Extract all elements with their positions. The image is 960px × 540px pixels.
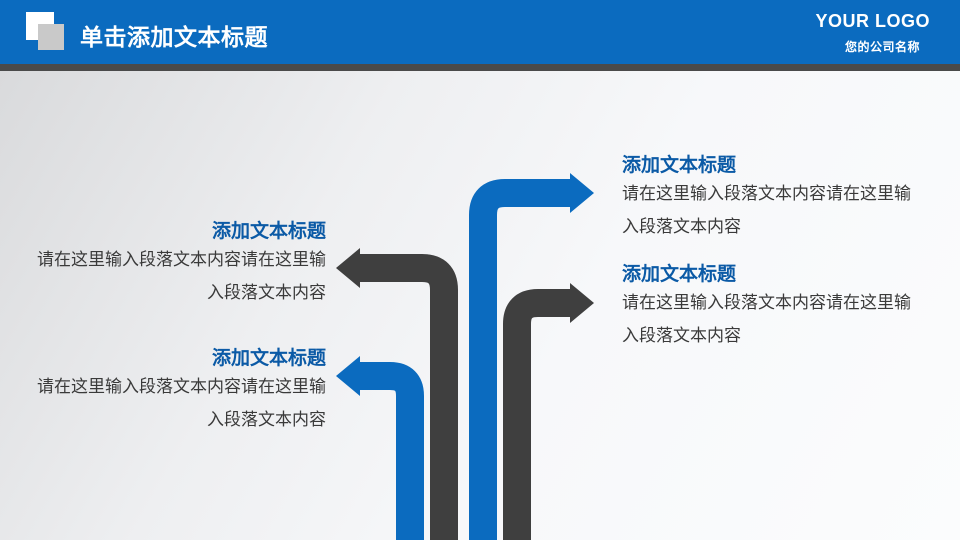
company-name: 您的公司名称 <box>844 40 920 54</box>
card-left-bottom: 添加文本标题 请在这里输入段落文本内容请在这里输入段落文本内容 <box>26 345 326 437</box>
dark-arrow-right-head <box>570 283 594 323</box>
page-title[interactable]: 单击添加文本标题 <box>80 25 268 51</box>
title-square-shadow-icon <box>38 24 64 50</box>
card-body[interactable]: 请在这里输入段落文本内容请在这里输入段落文本内容 <box>37 377 326 430</box>
blue-arrow-right <box>469 179 570 540</box>
card-left-top: 添加文本标题 请在这里输入段落文本内容请在这里输入段落文本内容 <box>26 218 326 310</box>
blue-arrow-left <box>360 362 424 540</box>
card-right-bottom: 添加文本标题 请在这里输入段落文本内容请在这里输入段落文本内容 <box>622 261 914 353</box>
card-right-top: 添加文本标题 请在这里输入段落文本内容请在这里输入段落文本内容 <box>622 152 914 244</box>
card-body[interactable]: 请在这里输入段落文本内容请在这里输入段落文本内容 <box>37 250 326 303</box>
header-bar <box>0 0 960 64</box>
card-title[interactable]: 添加文本标题 <box>622 154 737 176</box>
card-body[interactable]: 请在这里输入段落文本内容请在这里输入段落文本内容 <box>622 293 911 346</box>
card-title[interactable]: 添加文本标题 <box>622 263 737 285</box>
dark-arrow-left-head <box>336 248 360 288</box>
dark-arrow-left <box>360 254 458 540</box>
blue-arrow-left-head <box>336 356 360 396</box>
card-body[interactable]: 请在这里输入段落文本内容请在这里输入段落文本内容 <box>622 184 911 237</box>
brand-logo: YOUR LOGO <box>815 11 930 31</box>
dark-arrow-right <box>503 289 570 540</box>
card-title[interactable]: 添加文本标题 <box>211 220 326 242</box>
card-title[interactable]: 添加文本标题 <box>211 347 326 369</box>
blue-arrow-right-head <box>570 173 594 213</box>
header-divider <box>0 64 960 71</box>
